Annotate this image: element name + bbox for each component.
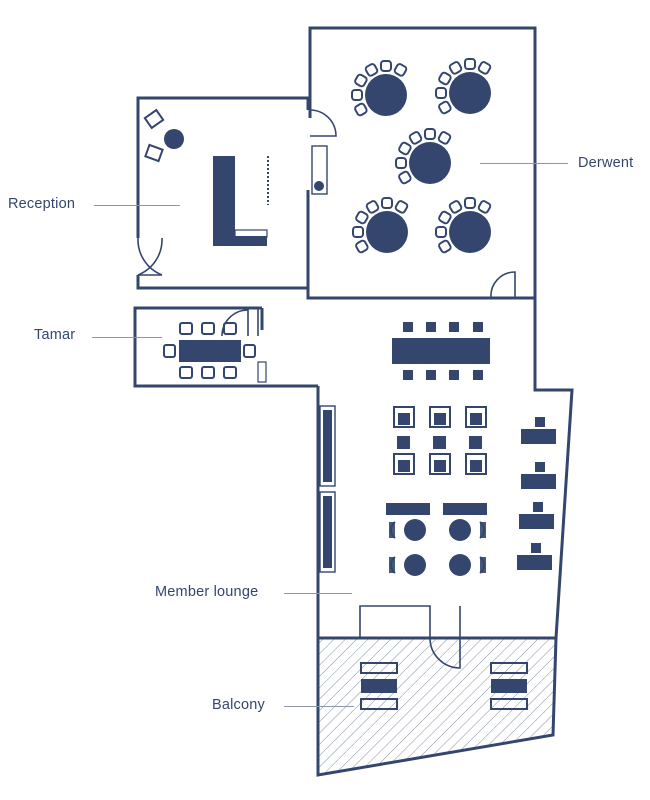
chair xyxy=(201,322,215,335)
leader-derwent xyxy=(480,163,568,164)
chair xyxy=(398,141,412,156)
chair xyxy=(448,61,463,75)
chair xyxy=(179,322,193,335)
tamar-furniture xyxy=(163,340,267,383)
chair xyxy=(355,210,369,225)
chair xyxy=(393,63,408,77)
leader-reception xyxy=(94,205,180,206)
chair xyxy=(426,322,436,332)
chair xyxy=(354,73,368,88)
chair xyxy=(473,322,483,332)
room-label-member-lounge: Member lounge xyxy=(155,584,259,600)
chair xyxy=(449,322,459,332)
chair xyxy=(403,370,413,380)
chair xyxy=(223,366,237,379)
chair xyxy=(437,131,452,145)
lounge-table xyxy=(449,554,486,576)
chair xyxy=(438,210,452,225)
chair xyxy=(354,102,368,117)
armchair xyxy=(393,406,415,428)
chair xyxy=(223,322,237,335)
leader-tamar xyxy=(92,337,162,338)
chair xyxy=(477,200,492,214)
leader-member-lounge xyxy=(284,593,352,594)
doors xyxy=(137,109,516,669)
armchair xyxy=(429,406,451,428)
leader-balcony xyxy=(284,706,354,707)
chair xyxy=(380,60,392,72)
armchair xyxy=(465,453,487,475)
chair xyxy=(381,197,393,209)
room-label-reception: Reception xyxy=(8,196,76,212)
lounge-furniture xyxy=(319,338,556,573)
chair xyxy=(355,239,369,254)
room-label-derwent: Derwent xyxy=(578,155,634,171)
chair xyxy=(398,170,412,185)
room-label-balcony: Balcony xyxy=(212,697,265,713)
lounge-chairs xyxy=(389,322,487,576)
chair xyxy=(352,226,364,238)
round-table xyxy=(435,58,492,115)
round-table xyxy=(351,60,408,117)
chair xyxy=(464,58,476,70)
armchair xyxy=(465,406,487,428)
lounger xyxy=(360,662,398,710)
chair xyxy=(365,200,380,214)
chair xyxy=(364,63,379,77)
tamar-chairs xyxy=(179,322,237,379)
round-table xyxy=(395,128,452,185)
chair xyxy=(424,128,436,140)
armchair xyxy=(429,453,451,475)
derwent-tables xyxy=(351,58,492,254)
chair xyxy=(477,61,492,75)
chair xyxy=(449,370,459,380)
chair xyxy=(435,226,447,238)
round-table xyxy=(435,197,492,254)
chair xyxy=(408,131,423,145)
round-table xyxy=(352,197,409,254)
lounge-table xyxy=(389,519,426,541)
chair xyxy=(438,239,452,254)
balcony-loungers xyxy=(360,662,528,710)
reception-furniture xyxy=(143,108,328,246)
chair xyxy=(438,100,452,115)
armchair xyxy=(393,453,415,475)
chair xyxy=(464,197,476,209)
chair xyxy=(403,322,413,332)
chair xyxy=(394,200,409,214)
chair xyxy=(448,200,463,214)
chair xyxy=(395,157,407,169)
chair xyxy=(438,71,452,86)
lounge-table xyxy=(449,519,486,541)
chair xyxy=(351,89,363,101)
room-label-tamar: Tamar xyxy=(34,327,76,343)
chair xyxy=(473,370,483,380)
lounge-table xyxy=(389,554,426,576)
chair xyxy=(435,87,447,99)
lounger xyxy=(490,662,528,710)
chair xyxy=(179,366,193,379)
chair xyxy=(201,366,215,379)
chair xyxy=(426,370,436,380)
